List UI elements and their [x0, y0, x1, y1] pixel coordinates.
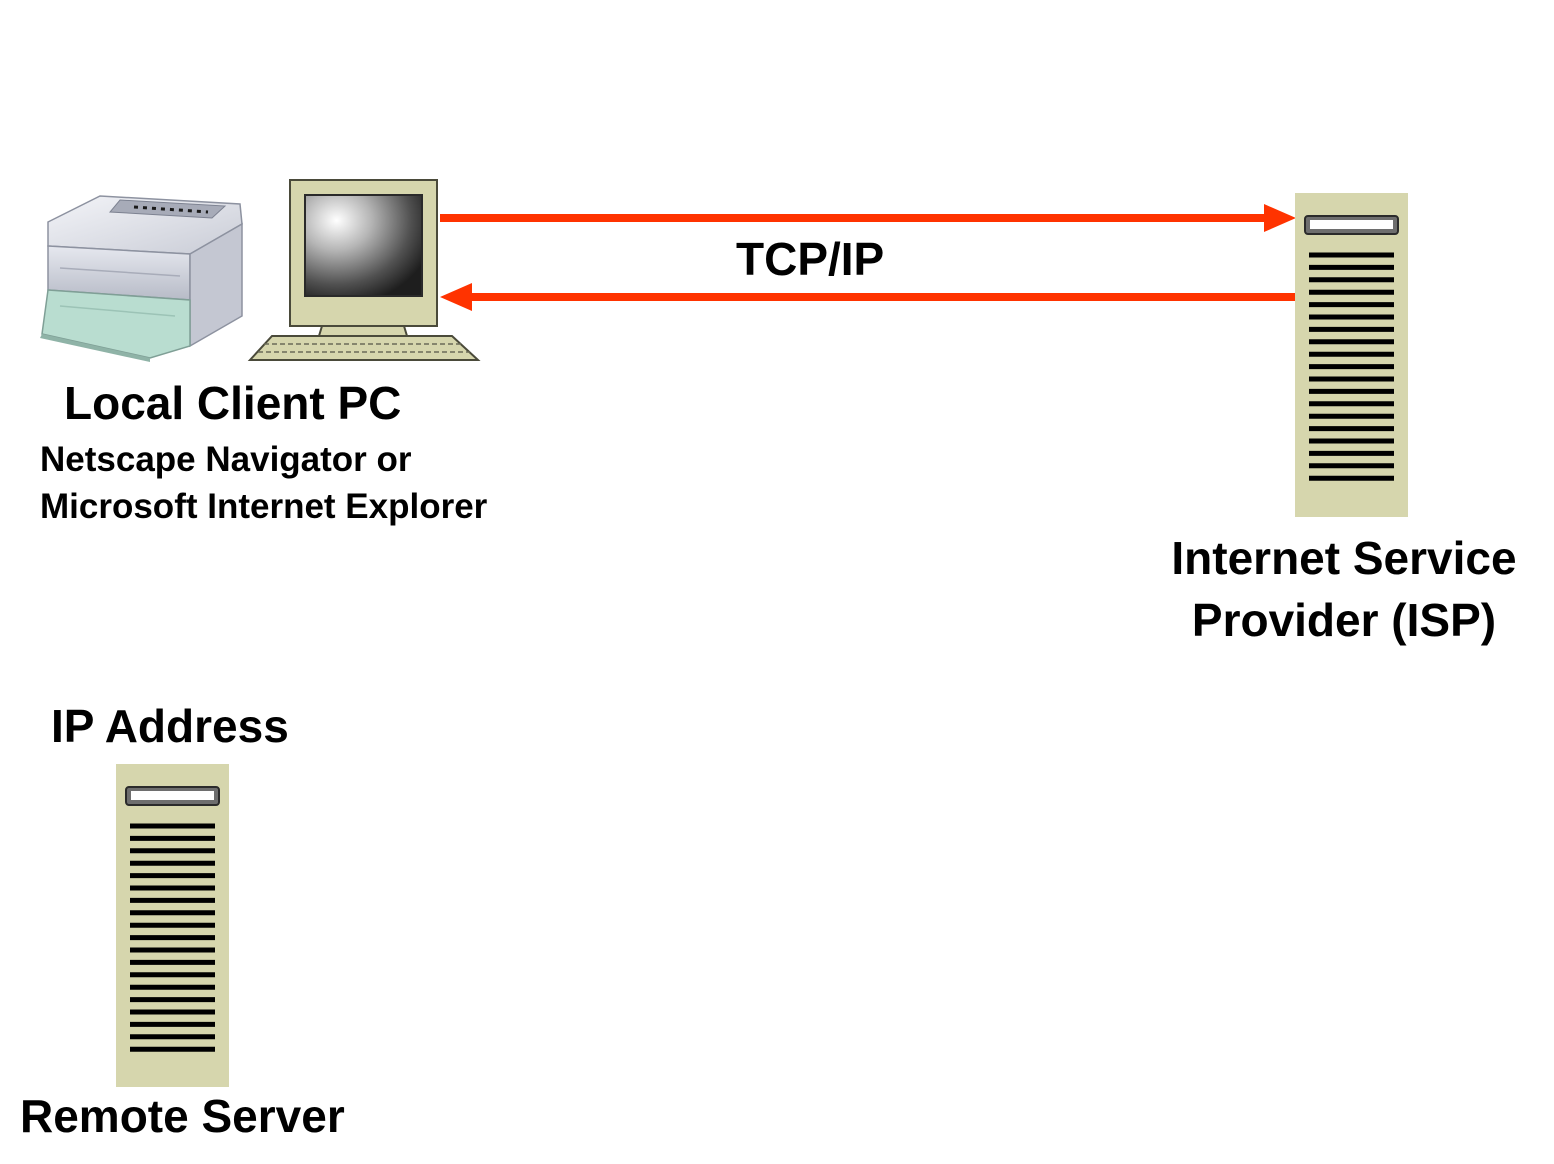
isp-label-line-1: Internet Service — [1171, 532, 1517, 584]
connection-arrows — [440, 204, 1296, 311]
ip-address-label: IP Address — [51, 700, 289, 752]
remote-server-label: Remote Server — [20, 1090, 345, 1142]
desktop-computer-icon — [247, 179, 481, 361]
printer-icon — [40, 195, 243, 362]
server-tower-icon — [116, 764, 229, 1087]
protocol-label: TCP/IP — [736, 233, 885, 285]
browser-line-2: Microsoft Internet Explorer — [40, 487, 488, 526]
isp-label-line-2: Provider (ISP) — [1191, 594, 1497, 646]
arrow-to-client-head — [440, 283, 472, 311]
browser-line-1: Netscape Navigator or — [40, 440, 412, 479]
server-tower-icon — [1295, 193, 1408, 517]
arrow-to-isp-head — [1264, 204, 1296, 232]
local-client-title: Local Client PC — [64, 377, 402, 429]
